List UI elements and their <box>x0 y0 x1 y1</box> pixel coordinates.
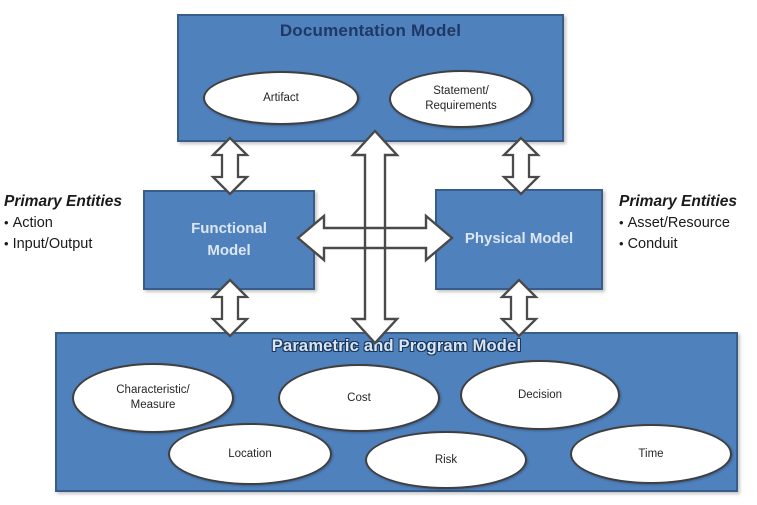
physical-model-text: Physical Model <box>464 230 574 248</box>
documentation-model-box: Documentation Model Artifact Statement/ … <box>177 14 564 142</box>
decision-ellipse: Decision <box>460 360 620 430</box>
parametric-program-model-box: Parametric and Program Model Characteris… <box>55 332 738 492</box>
statement-requirements-ellipse: Statement/ Requirements <box>389 70 533 128</box>
right-note-item-asset-resource: Asset/Resource <box>627 215 730 231</box>
location-label: Location <box>228 447 272 460</box>
list-item: • Conduit <box>619 236 757 252</box>
artifact-label: Artifact <box>263 91 299 104</box>
arrow-documentation-functional-icon <box>211 136 249 196</box>
bullet-icon: • <box>4 236 9 251</box>
time-ellipse: Time <box>570 424 732 484</box>
bullet-icon: • <box>619 236 624 251</box>
characteristic-line1: Characteristic/ <box>116 384 190 397</box>
left-primary-entities-heading: Primary Entities <box>4 193 123 210</box>
artifact-ellipse: Artifact <box>203 71 359 125</box>
functional-model-text: Functional Model <box>191 219 267 260</box>
right-primary-entities-heading: Primary Entities <box>619 193 738 210</box>
functional-model-label: Functional Model <box>145 192 313 288</box>
bullet-icon: • <box>619 215 624 230</box>
statement-line2: Requirements <box>425 100 497 112</box>
statement-line1: Statement/ <box>433 85 489 98</box>
cost-label: Cost <box>347 391 371 404</box>
risk-label: Risk <box>434 453 458 466</box>
time-label: Time <box>638 447 664 460</box>
physical-model-label: Physical Model <box>437 191 601 288</box>
arrow-documentation-parametric-icon <box>353 131 397 343</box>
characteristic-line2: Measure <box>130 399 176 411</box>
left-note-item-action: Action <box>12 215 53 231</box>
characteristic-measure-label: Characteristic/ Measure <box>116 383 190 413</box>
arrow-functional-physical-outline-icon <box>296 213 454 263</box>
location-ellipse: Location <box>168 423 332 485</box>
left-note-item-input-output: Input/Output <box>12 236 93 252</box>
bullet-icon: • <box>4 215 9 230</box>
arrow-documentation-physical-icon <box>502 136 540 196</box>
cost-ellipse: Cost <box>278 364 440 432</box>
risk-ellipse: Risk <box>365 431 527 489</box>
decision-label: Decision <box>517 388 563 401</box>
physical-model-box: Physical Model <box>435 189 603 290</box>
right-primary-entities-note: Primary Entities • Asset/Resource • Cond… <box>619 193 757 257</box>
parametric-program-model-title: Parametric and Program Model <box>271 337 522 355</box>
arrow-functional-physical-icon <box>298 216 452 260</box>
arrow-documentation-parametric-outline-icon <box>350 129 400 345</box>
statement-requirements-label: Statement/ Requirements <box>425 84 497 114</box>
list-item: • Action <box>4 215 144 231</box>
documentation-model-title: Documentation Model <box>279 21 462 40</box>
right-note-item-conduit: Conduit <box>627 236 678 252</box>
left-primary-entities-note: Primary Entities • Action • Input/Output <box>4 193 144 257</box>
characteristic-measure-ellipse: Characteristic/ Measure <box>72 363 234 433</box>
list-item: • Asset/Resource <box>619 215 757 231</box>
functional-model-box: Functional Model <box>143 190 315 290</box>
list-item: • Input/Output <box>4 236 144 252</box>
